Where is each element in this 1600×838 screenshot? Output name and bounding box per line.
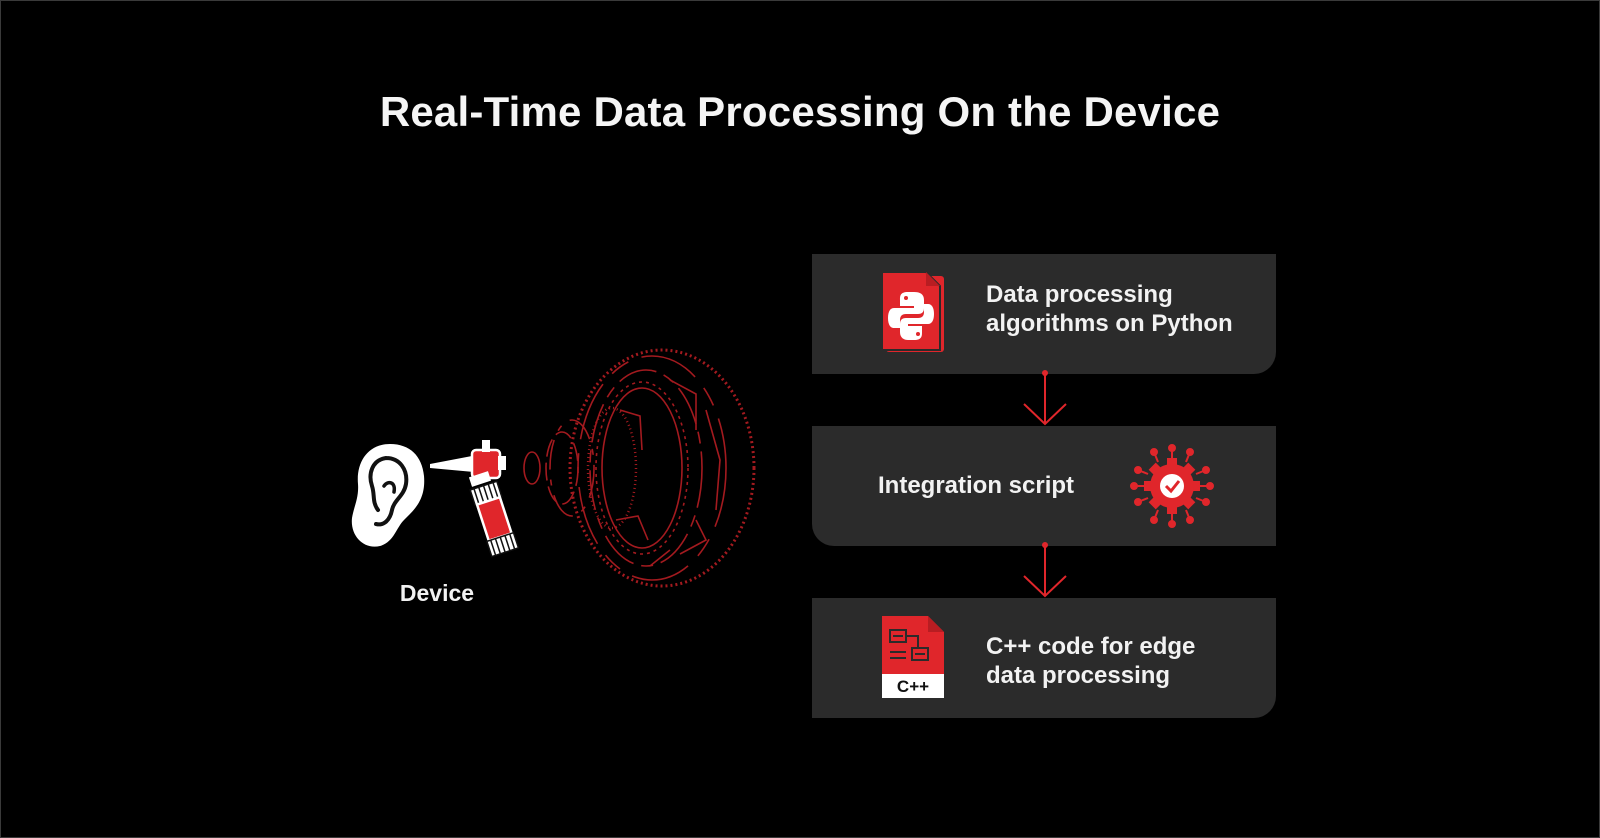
device-label: Device (399, 580, 475, 606)
gear-check-circuit-icon (1130, 444, 1214, 528)
flow-step-python-text: Data processing algorithms on Python (986, 281, 1233, 337)
page-title: Real-Time Data Processing On the Device (379, 88, 1221, 135)
flow-step-integration: Integration script (812, 426, 1276, 546)
svg-text:C++: C++ (897, 677, 929, 696)
flow-step-python: Data processing algorithms on Python (812, 254, 1276, 374)
flow-arrow-1 (1023, 370, 1067, 426)
cpp-file-icon: C++ (882, 616, 944, 698)
flow-step-cpp: C++ C++ code for edge data processing (812, 598, 1276, 718)
flow-step-integration-text: Integration script (878, 472, 1075, 499)
signal-waves-graphic (523, 348, 756, 588)
ear-icon (351, 444, 425, 547)
python-file-icon (881, 271, 944, 352)
otoscope-icon (430, 440, 520, 558)
flow-arrow-2 (1023, 542, 1067, 598)
flow-step-cpp-text: C++ code for edge data processing (986, 633, 1196, 689)
